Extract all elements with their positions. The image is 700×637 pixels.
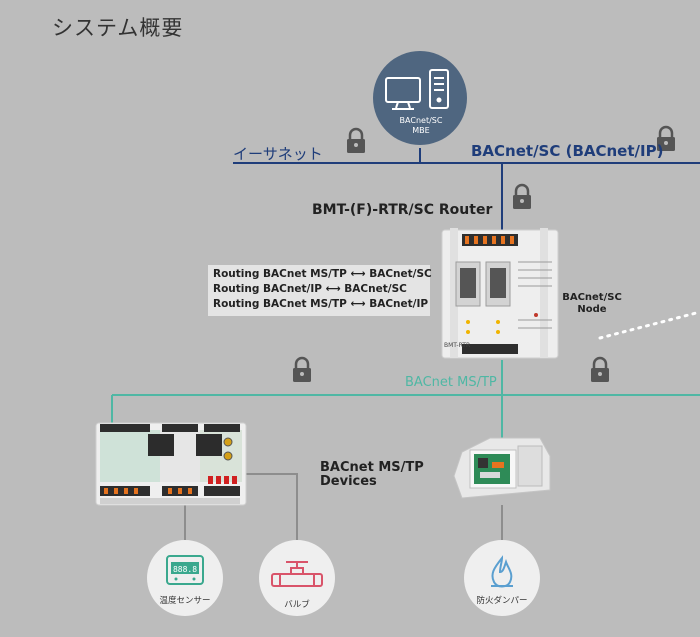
valve-label: バルブ <box>284 600 310 610</box>
ethernet-label: イーサネット <box>233 145 323 163</box>
lock-icon <box>513 183 531 209</box>
server-icon <box>429 69 449 109</box>
routing-box: Routing BACnet MS/TP ⟷ BACnet/SC Routing… <box>208 265 432 316</box>
fire-damper-circle <box>464 540 540 616</box>
mstp-controller-device <box>95 422 247 506</box>
router-device <box>441 228 559 359</box>
mbe-label-line2: MBE <box>412 126 430 135</box>
fire-damper-icon <box>491 555 513 588</box>
lock-icon <box>591 356 609 382</box>
valve-circle <box>259 540 335 616</box>
sc-node-label-line1: BACnet/SC <box>562 292 622 303</box>
mbe-label-line1: BACnet/SC <box>399 116 443 125</box>
mbe-label: BACnet/SC MBE <box>374 116 468 136</box>
lock-icon <box>657 125 675 151</box>
monitor-icon <box>385 77 421 110</box>
devices-label: BACnet MS/TP Devices <box>320 461 424 489</box>
sc-node-label: BACnet/SC Node <box>560 292 624 316</box>
lock-icon <box>293 356 311 382</box>
routing-line: Routing BACnet MS/TP ⟷ BACnet/IP <box>213 298 429 310</box>
router-title: BMT-(F)-RTR/SC Router <box>312 202 493 218</box>
sc-node-label-line2: Node <box>577 304 607 315</box>
bacnet-sc-label: BACnet/SC (BACnet/IP) <box>471 142 664 160</box>
devices-label-line1: BACnet MS/TP <box>320 460 424 475</box>
router-model-text: BMT-RTR <box>444 342 471 349</box>
routing-line: Routing BACnet MS/TP ⟷ BACnet/SC <box>213 268 432 280</box>
valve-icon <box>271 561 323 587</box>
devices-label-line2: Devices <box>320 474 377 489</box>
fire-damper-label: 防火ダンパー <box>476 596 528 606</box>
mstp-label: BACnet MS/TP <box>405 375 497 390</box>
routing-line: Routing BACnet/IP ⟷ BACnet/SC <box>213 283 407 295</box>
damper-actuator-device <box>453 437 551 499</box>
valve-line <box>240 473 298 545</box>
sensor-display-text: 888.8 <box>173 565 197 574</box>
temperature-sensor-label: 温度センサー <box>159 596 211 606</box>
temperature-sensor-icon <box>166 555 204 585</box>
page-title: システム概要 <box>52 16 184 40</box>
sc-node-dotted-line <box>598 310 700 340</box>
lock-icon <box>347 127 365 153</box>
